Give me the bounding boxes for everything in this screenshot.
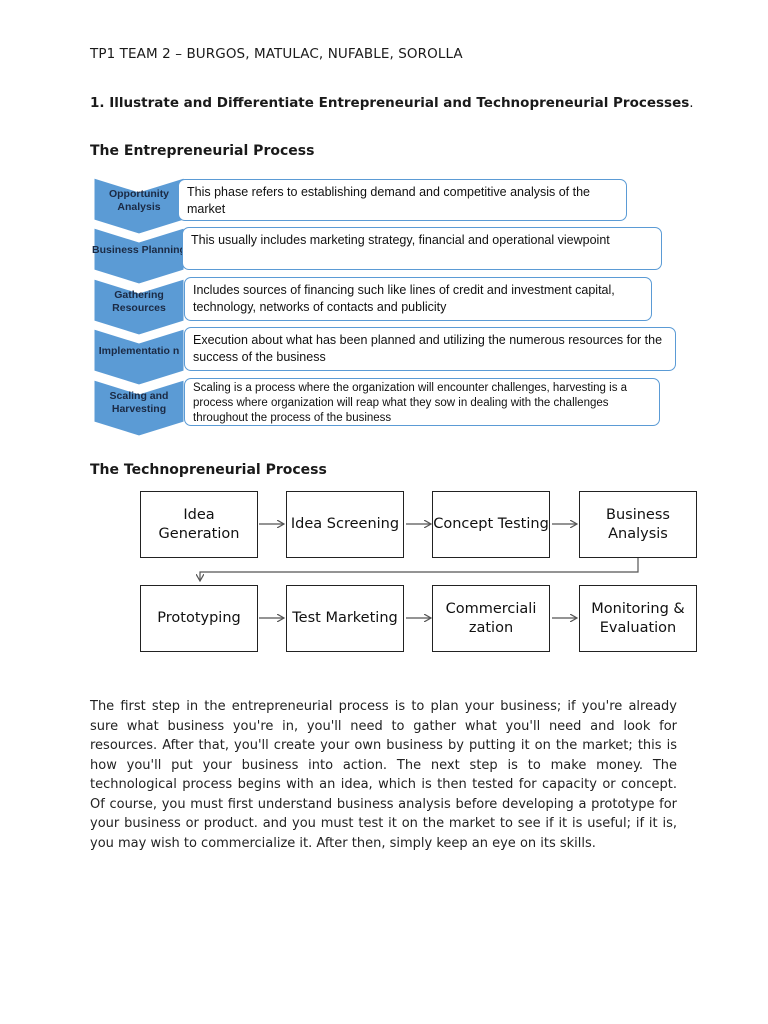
step-label: Scaling and Harvesting [109,389,169,415]
wrap-arrow [200,558,639,581]
flow-step-business-analysis: Business Analysis [579,491,697,558]
technopreneurial-process-diagram: Idea Generation Idea Screening Concept T… [140,490,700,655]
flow-step-idea-screening: Idea Screening [286,491,404,558]
technopreneurial-process-heading: The Technopreneurial Process [90,462,327,478]
flow-step-concept-testing: Concept Testing [432,491,550,558]
step-chevron: Scaling and Harvesting [92,378,186,438]
body-paragraph: The first step in the entrepreneurial pr… [90,699,677,851]
step-label: Implementatio n [98,345,180,358]
step-chevron: Implementatio n [92,327,186,387]
flow-step-commercialization: Commerciali zation [432,585,550,652]
step-description: This phase refers to establishing demand… [178,179,627,221]
step-description: Scaling is a process where the organizat… [184,378,660,426]
step-description: Includes sources of financing such like … [184,277,652,321]
flow-step-prototyping: Prototyping [140,585,258,652]
question-period: . [689,95,694,111]
step-chevron: Business Planning [92,226,186,286]
step-chevron: Gathering Resources [92,277,186,337]
entrepreneurial-process-heading: The Entrepreneurial Process [90,143,315,159]
document-header: TP1 TEAM 2 – BURGOS, MATULAC, NUFABLE, S… [90,46,463,62]
question-heading: 1. Illustrate and Differentiate Entrepre… [90,95,694,111]
step-label: Business Planning [92,244,186,257]
step-description: This usually includes marketing strategy… [182,227,662,270]
flow-step-monitoring-evaluation: Monitoring & Evaluation [579,585,697,652]
flow-connectors [140,490,639,655]
flow-step-idea-generation: Idea Generation [140,491,258,558]
flow-step-test-marketing: Test Marketing [286,585,404,652]
step-label: Gathering Resources [112,288,166,314]
step-chevron: Opportunity Analysis [92,176,186,236]
step-description: Execution about what has been planned an… [184,327,676,371]
entrepreneurial-process-diagram: Opportunity Analysis This phase refers t… [92,176,684,438]
question-text: 1. Illustrate and Differentiate Entrepre… [90,95,690,111]
step-label: Opportunity Analysis [108,187,170,213]
